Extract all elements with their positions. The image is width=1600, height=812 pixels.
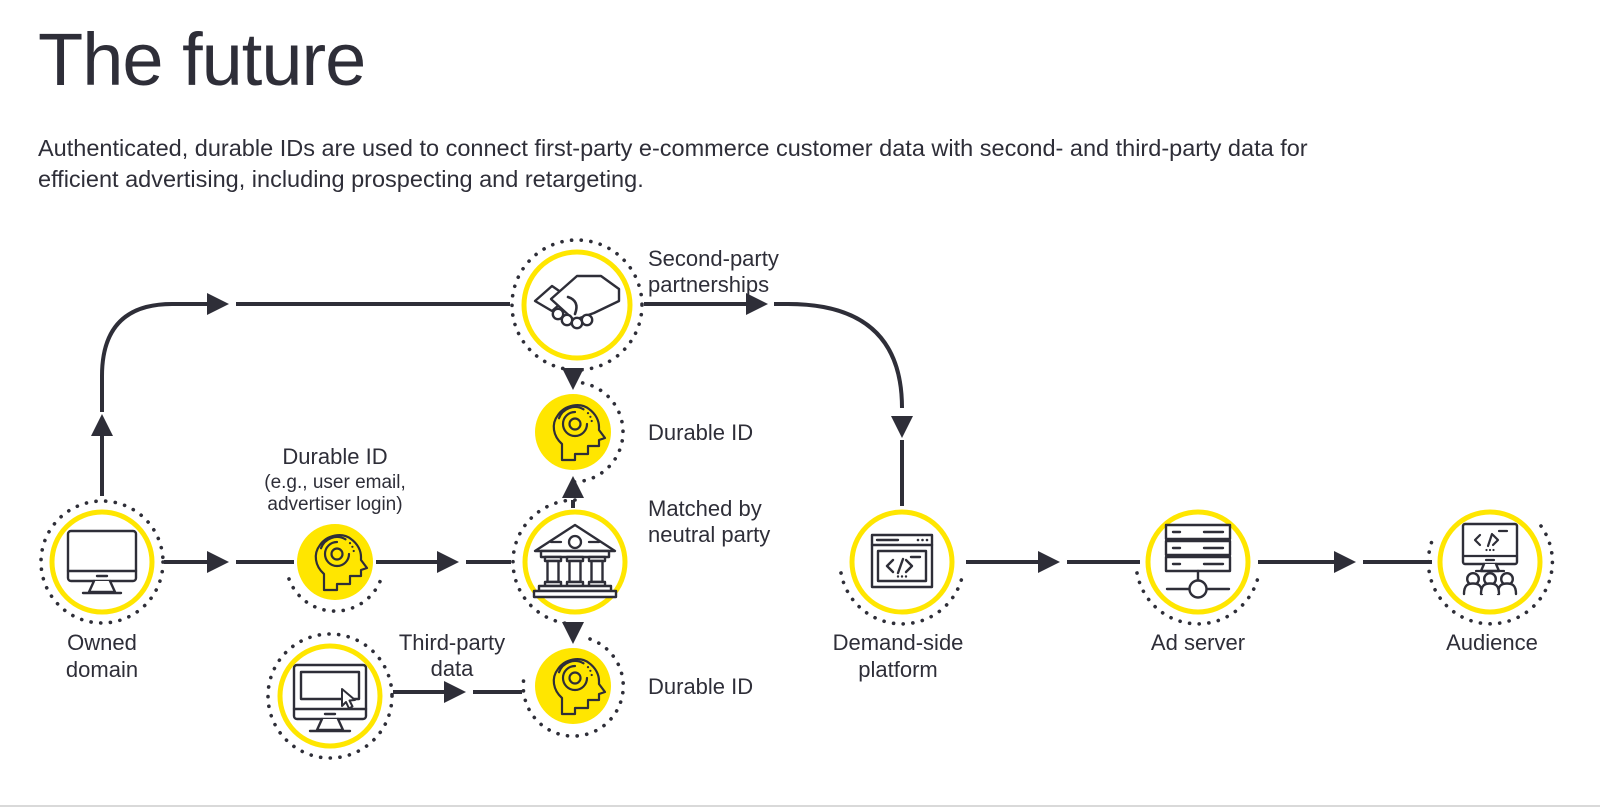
monitor-audience-icon <box>1461 522 1519 596</box>
label-durable-id-2: Durable ID <box>648 420 753 445</box>
node-second-party-partnerships <box>510 238 644 372</box>
label-second-party-partnerships: partnerships <box>648 272 769 297</box>
dotted-arc <box>287 577 383 613</box>
monitor-cursor-icon <box>292 663 368 733</box>
browser-code-icon <box>870 533 934 589</box>
label-demand-side-platform: Demand-side <box>833 630 964 655</box>
node-demand-side-platform <box>839 509 965 626</box>
flow-diagram: Owned domain Durable ID (e.g., user emai… <box>39 238 1555 760</box>
node-durable-id-2 <box>535 380 625 484</box>
bank-icon <box>532 523 618 599</box>
dotted-arc <box>571 380 625 484</box>
page-header: The future Authenticated, durable IDs ar… <box>0 0 1600 224</box>
label-neutral-party: neutral party <box>648 522 770 547</box>
arrow-partnerships-to-durable-id <box>562 368 584 390</box>
label-durable-id-1: Durable ID <box>282 444 387 469</box>
yellow-disc <box>297 524 373 600</box>
head-profile-id-icon <box>314 534 369 592</box>
subtitle-line-2: efficient advertising, including prospec… <box>38 165 644 192</box>
arrow-partnerships-to-dsp <box>644 293 913 506</box>
yellow-disc <box>535 394 611 470</box>
dotted-arc <box>839 571 965 626</box>
label-demand-side-platform: platform <box>858 657 937 682</box>
label-third-party-data: data <box>431 656 475 681</box>
arrow-third-party-to-durable-id <box>393 681 522 703</box>
dotted-ring <box>39 499 165 625</box>
page-subtitle: Authenticated, durable IDs are used to c… <box>38 133 1600 195</box>
bottom-divider <box>0 805 1600 807</box>
handshake-icon <box>533 274 621 330</box>
node-owned-domain <box>39 499 165 625</box>
dotted-arc <box>1135 571 1261 626</box>
dotted-arc <box>521 637 625 738</box>
head-profile-id-icon <box>552 404 607 462</box>
label-neutral-party: Matched by <box>648 496 762 521</box>
label-durable-id-1: advertiser login) <box>267 494 402 515</box>
label-third-party-data: Third-party <box>399 630 505 655</box>
server-icon <box>1164 523 1232 599</box>
page-title: The future <box>38 18 366 101</box>
head-profile-id-icon <box>552 658 607 716</box>
node-durable-id-1 <box>287 524 383 613</box>
arrow-durable-id-to-neutral-party <box>376 551 511 573</box>
arrow-neutral-party-to-durable-id-down <box>562 622 584 644</box>
label-durable-id-1: (e.g., user email, <box>264 472 406 493</box>
dotted-arc <box>1426 524 1555 626</box>
dotted-arc <box>511 498 577 626</box>
dotted-ring <box>510 238 644 372</box>
subtitle-line-1: Authenticated, durable IDs are used to c… <box>38 134 1308 161</box>
node-third-party-data <box>266 632 394 760</box>
yellow-disc <box>535 648 611 724</box>
arrow-owned-domain-to-partnerships <box>91 293 510 496</box>
arrow-ad-server-to-audience <box>1258 551 1432 573</box>
label-owned-domain: Owned <box>67 630 137 655</box>
node-neutral-party <box>511 498 628 626</box>
arrow-dsp-to-ad-server <box>966 551 1140 573</box>
arrow-neutral-party-to-durable-id-up <box>562 476 584 508</box>
arrow-owned-domain-to-durable-id <box>164 551 294 573</box>
label-second-party-partnerships: Second-party <box>648 246 779 271</box>
node-durable-id-3 <box>521 637 625 738</box>
label-ad-server: Ad server <box>1151 630 1245 655</box>
label-owned-domain: domain <box>66 657 138 682</box>
label-durable-id-3: Durable ID <box>648 674 753 699</box>
label-audience: Audience <box>1446 630 1538 655</box>
node-audience <box>1426 509 1555 626</box>
node-ad-server <box>1135 509 1261 626</box>
desktop-monitor-icon <box>66 529 138 595</box>
dotted-ring <box>266 632 394 760</box>
